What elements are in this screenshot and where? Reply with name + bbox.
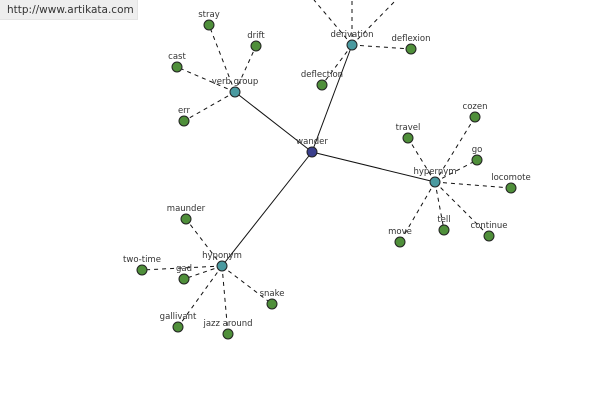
edge-hyponym-two-time (141, 265, 223, 271)
edge-hyponym-jazz-around (221, 265, 229, 335)
site-link[interactable]: http://www.artikata.com (7, 4, 134, 16)
word-node-cozen[interactable] (469, 111, 481, 123)
relation-label-hypernym: hypernym (413, 167, 456, 177)
edge-verb-group-cast (176, 66, 236, 93)
relation-label-derivation: derivation (330, 30, 373, 40)
word-node-deflection[interactable] (316, 79, 328, 91)
labels-layer: stray drift cast err verb group deflexion defl… (123, 10, 531, 329)
center-label: wander (296, 137, 328, 147)
url-bar: http://www.artikata.com (0, 0, 138, 20)
word-label-jazz-around: jazz around (202, 319, 252, 329)
word-label-gallivant: gallivant (160, 312, 197, 322)
word-label-stray: stray (198, 10, 220, 20)
word-label-deflexion: deflexion (391, 34, 430, 44)
relation-node-derivation[interactable] (346, 39, 358, 51)
edge-hypernym-tell (434, 181, 445, 231)
edge-verb-group-drift (234, 45, 257, 93)
edge-derivation-deflexion (351, 44, 412, 50)
word-node-maunder[interactable] (180, 213, 192, 225)
edge-center-verb-group (234, 91, 313, 153)
word-label-two-time: two-time (123, 255, 161, 265)
edge-verb-group-err (183, 91, 236, 122)
edge-verb-group-stray (208, 24, 236, 93)
word-label-locomote: locomote (491, 173, 530, 183)
relation-node-hyponym[interactable] (216, 260, 228, 272)
word-node-err[interactable] (178, 115, 190, 127)
edge-hyponym-gad (183, 265, 223, 280)
word-label-continue: continue (471, 221, 508, 231)
center-node[interactable] (306, 146, 318, 158)
word-node-move[interactable] (394, 236, 406, 248)
edge-hyponym-maunder (185, 218, 223, 267)
edge-derivation-deflection (321, 44, 353, 86)
edge-hyponym-snake (221, 265, 273, 305)
word-node-gallivant[interactable] (172, 321, 184, 333)
edge-hypernym-travel (407, 137, 436, 183)
word-node-tell[interactable] (438, 224, 450, 236)
word-label-move: move (388, 227, 412, 237)
word-label-err: err (178, 106, 191, 116)
word-node-stray[interactable] (203, 19, 215, 31)
word-node-jazz-around[interactable] (222, 328, 234, 340)
word-node-drift[interactable] (250, 40, 262, 52)
edge-center-derivation (311, 44, 353, 153)
edge-center-hyponym (221, 151, 313, 267)
word-node-continue[interactable] (483, 230, 495, 242)
edge-derivation-offscreen-3 (351, 0, 397, 46)
word-label-cast: cast (168, 52, 186, 62)
edges-layer (141, 0, 512, 335)
relation-node-hypernym[interactable] (429, 176, 441, 188)
relation-node-verb-group[interactable] (229, 86, 241, 98)
word-node-locomote[interactable] (505, 182, 517, 194)
word-label-drift: drift (247, 31, 265, 41)
word-node-snake[interactable] (266, 298, 278, 310)
word-label-gad: gad (176, 264, 192, 274)
relation-label-verb-group: verb group (212, 77, 259, 87)
edge-derivation-offscreen-1 (313, 0, 353, 46)
word-node-go[interactable] (471, 154, 483, 166)
word-label-go: go (472, 145, 483, 155)
nodes-layer (136, 19, 517, 340)
edge-center-hypernym (311, 151, 436, 183)
relation-label-hyponym: hyponym (202, 251, 242, 261)
word-node-gad[interactable] (178, 273, 190, 285)
word-node-two-time[interactable] (136, 264, 148, 276)
word-node-cast[interactable] (171, 61, 183, 73)
word-label-maunder: maunder (167, 204, 206, 214)
word-label-tell: tell (437, 215, 450, 225)
word-node-deflexion[interactable] (405, 43, 417, 55)
word-label-deflection: deflection (301, 70, 343, 80)
word-label-cozen: cozen (463, 102, 488, 112)
word-label-snake: snake (260, 289, 285, 299)
edge-hypernym-move (399, 181, 436, 243)
word-label-travel: travel (396, 123, 421, 133)
word-node-travel[interactable] (402, 132, 414, 144)
